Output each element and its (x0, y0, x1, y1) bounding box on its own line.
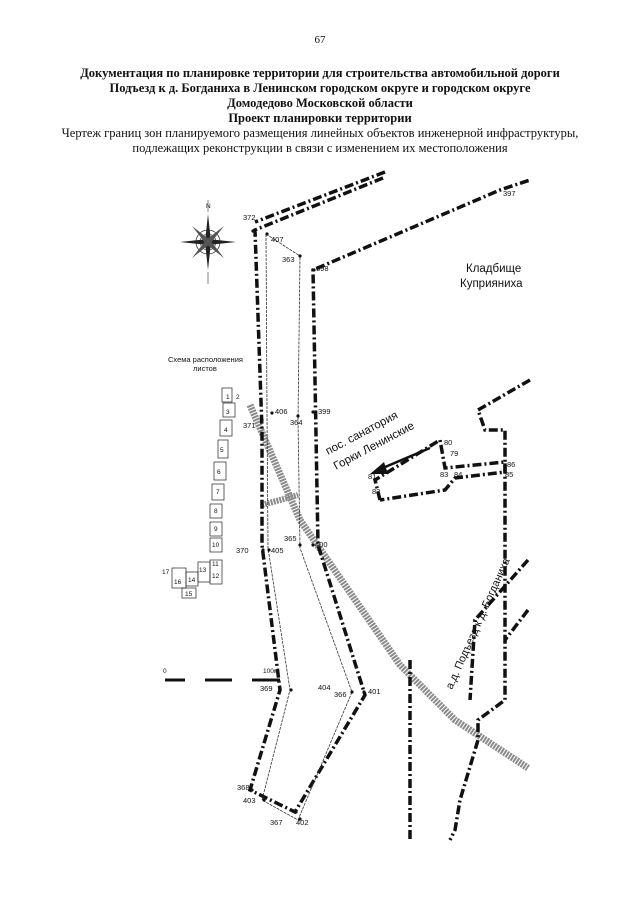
sheet-12: 12 (212, 573, 220, 580)
scale-end: 100м (263, 668, 279, 675)
pt-363: 363 (282, 255, 295, 264)
pt-367: 367 (270, 818, 283, 827)
page-number: 67 (314, 34, 326, 46)
pt-86: 86 (507, 460, 515, 469)
sheet-10: 10 (212, 542, 220, 549)
point-labels: 372 407 363 398 397 371 406 364 399 80 7… (236, 189, 516, 827)
compass-north: N (206, 203, 211, 210)
sheet-2: 2 (236, 394, 240, 401)
scale-bar: 0 100м (163, 668, 280, 682)
inset-title-2: листов (193, 364, 217, 373)
pt-85: 85 (505, 470, 513, 479)
pt-84: 84 (454, 470, 462, 479)
pt-407: 407 (271, 235, 284, 244)
pt-405: 405 (271, 546, 284, 555)
scale-start: 0 (163, 668, 167, 675)
zone-boundary (247, 170, 531, 841)
cemetery-label-1: Кладбище (466, 263, 521, 275)
sheet-3: 3 (226, 409, 230, 416)
cemetery-label-2: Куприяниха (460, 278, 523, 290)
pt-403: 403 (243, 796, 256, 805)
pt-372: 372 (243, 213, 256, 222)
title-line-2: Подъезд к д. Богданиха в Ленинском город… (109, 81, 531, 95)
title-line-1: Документация по планировке территории дл… (80, 66, 560, 80)
compass-rose: N (180, 200, 236, 284)
pt-366: 366 (334, 690, 347, 699)
pt-371: 371 (243, 421, 256, 430)
subtitle-line-1: Чертеж границ зон планируемого размещени… (61, 126, 579, 140)
sheet-11: 11 (212, 561, 219, 568)
pt-404: 404 (318, 683, 331, 692)
sheet-6: 6 (217, 469, 221, 476)
vertex-markers (250, 229, 366, 821)
sheet-14: 14 (188, 577, 196, 584)
title-line-3: Домодедово Московской области (227, 96, 413, 110)
sheet-15: 15 (185, 591, 193, 598)
pt-398: 398 (316, 264, 329, 273)
pt-370: 370 (236, 546, 249, 555)
direction-arrow (370, 446, 431, 474)
sheet-9: 9 (214, 526, 218, 533)
pt-401: 401 (368, 687, 381, 696)
pt-399: 399 (318, 407, 331, 416)
sheet-17: 17 (162, 569, 170, 576)
pt-81: 81 (368, 472, 376, 481)
sheet-16: 16 (174, 579, 182, 586)
sheet-1: 1 (226, 394, 230, 401)
road-label: а.д. Подъезд к д. Богданиха (444, 556, 513, 692)
pt-402: 402 (296, 818, 309, 827)
sheet-8: 8 (214, 508, 218, 515)
pt-82: 82 (372, 487, 380, 496)
subtitle-line-2: подлежащих реконструкции в связи с измен… (132, 141, 508, 155)
pt-79: 79 (450, 449, 458, 458)
pt-368: 368 (237, 783, 250, 792)
pt-364: 364 (290, 418, 303, 427)
sheet-7: 7 (216, 489, 220, 496)
pt-83: 83 (440, 470, 448, 479)
sheet-13: 13 (199, 567, 207, 574)
sheet-layout-inset: Схема расположения листов 1 2 3 4 5 6 7 … (162, 355, 243, 599)
pt-406: 406 (275, 407, 288, 416)
pt-365: 365 (284, 534, 297, 543)
pt-400: 400 (315, 540, 328, 549)
pt-369: 369 (260, 684, 273, 693)
pt-80: 80 (444, 438, 452, 447)
pt-397: 397 (503, 189, 516, 198)
sheet-5: 5 (220, 447, 224, 454)
sheet-4: 4 (224, 427, 228, 434)
planned-zone-lines (261, 233, 353, 821)
title-line-4: Проект планировки территории (228, 111, 412, 125)
inset-title-1: Схема расположения (168, 355, 243, 364)
